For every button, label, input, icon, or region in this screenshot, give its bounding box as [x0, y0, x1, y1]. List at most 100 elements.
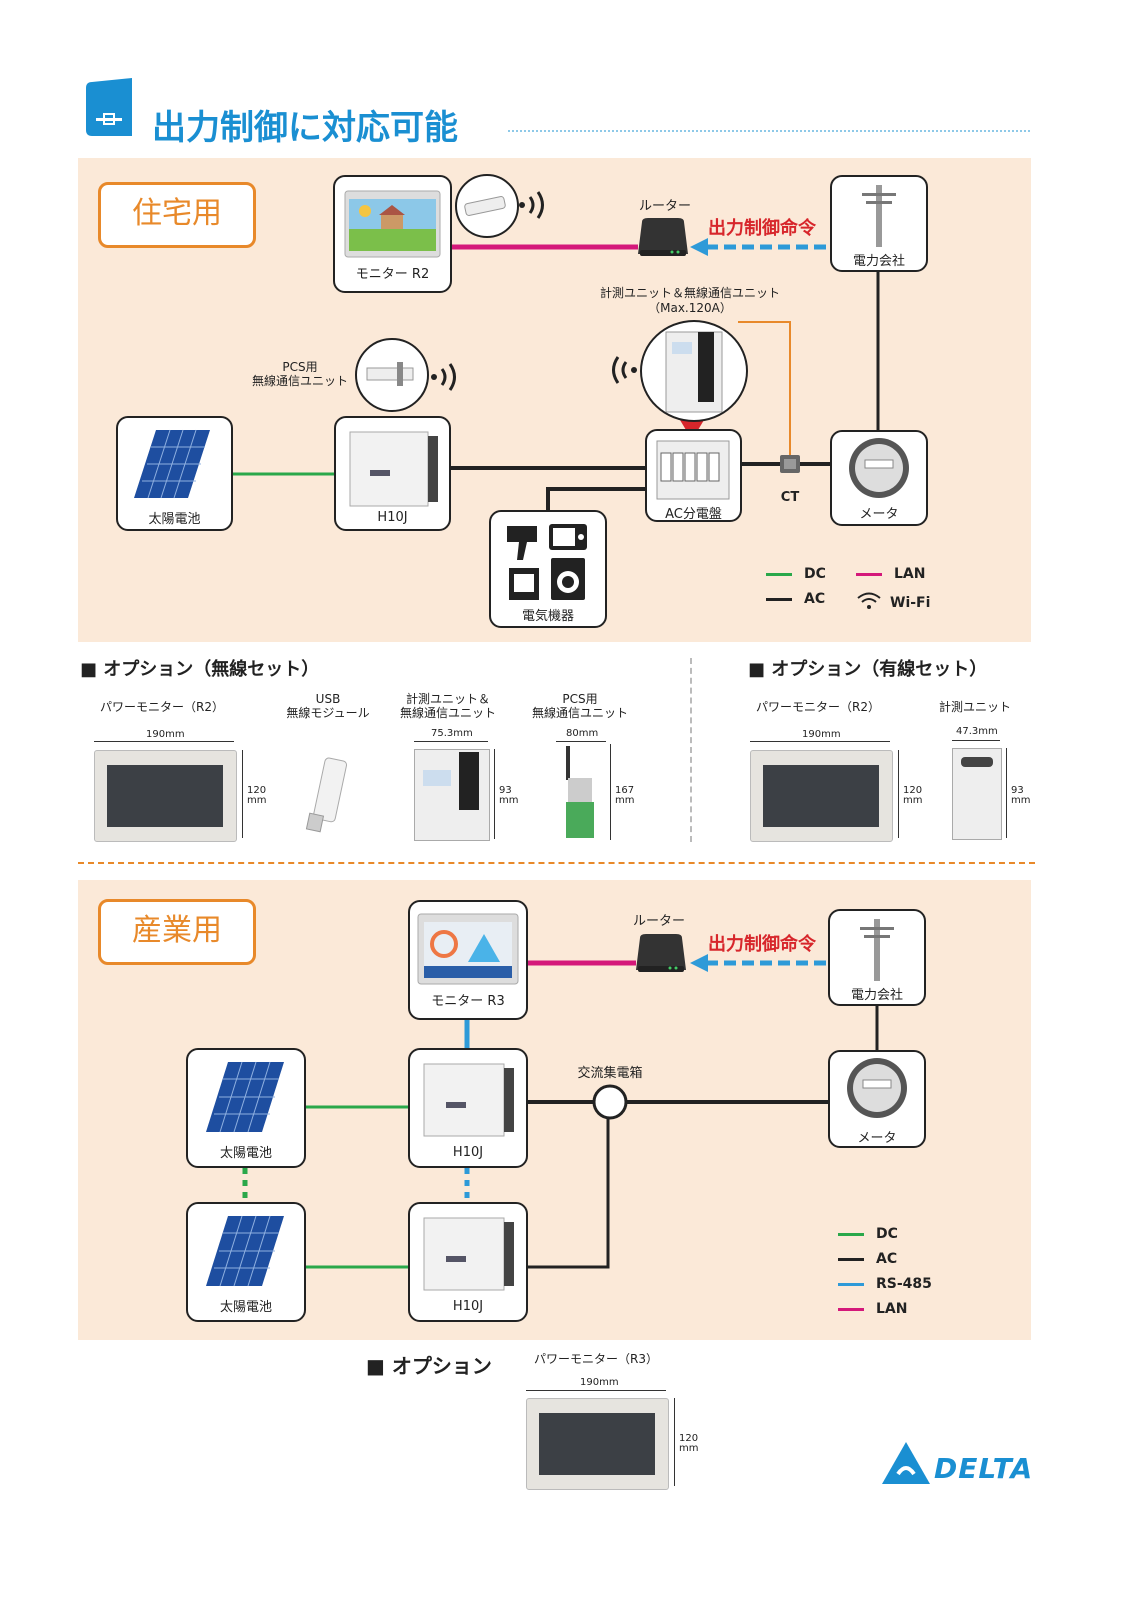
section-separator	[78, 862, 1035, 864]
opt-wired-power-monitor-width: 190mm	[802, 729, 841, 740]
pcs-wireless-label-2: 無線通信ユニット	[251, 374, 348, 388]
industrial-power-company-box	[828, 909, 926, 1006]
opt-wired-measure-unit-image	[952, 748, 1002, 840]
opt-power-monitor-r3-image	[526, 1398, 669, 1490]
ct-label: CT	[780, 490, 800, 505]
legend-rs485: RS-485	[838, 1276, 932, 1292]
control-command-label: 出力制御命令	[708, 218, 816, 239]
ac-panel-box	[645, 429, 742, 522]
monitor-r2-box	[333, 175, 452, 293]
dimension-arrow-width	[952, 740, 1000, 741]
opt-wired-power-monitor-image	[750, 750, 893, 842]
measure-unit-max-label: （Max.120A）	[648, 301, 732, 315]
monitor-r3-label: モニター R3	[431, 994, 505, 1009]
measure-unit-circle	[640, 320, 748, 422]
breaker-panel-icon	[656, 440, 730, 500]
inverter-icon	[349, 431, 438, 507]
inverter-1-label: H10J	[452, 1145, 484, 1160]
industrial-control-command-label: 出力制御命令	[708, 934, 816, 955]
opt-power-monitor-r2-image	[94, 750, 237, 842]
legend-dc: DC	[838, 1226, 898, 1242]
options-divider	[690, 658, 692, 842]
junction-box-label: 交流集電箱	[577, 1066, 643, 1081]
solar-panel-label: 太陽電池	[148, 512, 201, 527]
legend-ac: AC	[766, 591, 825, 607]
monitor-r3-box	[408, 900, 528, 1020]
inverter-1-box	[408, 1048, 528, 1168]
inverter-2-box	[408, 1202, 528, 1322]
opt-wired-power-monitor-height: 120 mm	[903, 785, 923, 806]
router-icon	[636, 216, 690, 258]
legend-dc: DC	[766, 566, 826, 582]
wifi-signal-left-icon	[600, 355, 640, 385]
legend-lan: LAN	[838, 1301, 907, 1317]
legend-lan: LAN	[856, 566, 925, 582]
appliances-icon	[507, 524, 587, 600]
opt-pcs-wireless-height: 167 mm	[615, 785, 635, 806]
solar-panel-2-label: 太陽電池	[219, 1300, 272, 1315]
opt-wired-measure-unit-height: 93 mm	[1011, 785, 1031, 806]
appliances-label: 電気機器	[521, 609, 574, 624]
solar-panel-1-box	[186, 1048, 306, 1168]
options-wireless-title: ■ オプション（無線セット）	[80, 659, 320, 680]
dimension-arrow-height	[494, 749, 495, 839]
monitor-r2-icon	[344, 190, 441, 258]
opt-measure-unit-width: 75.3mm	[431, 728, 473, 739]
dimension-arrow-height	[1006, 748, 1007, 838]
usb-wireless-circle	[455, 174, 519, 238]
opt-pcs-wireless-width: 80mm	[566, 728, 599, 739]
dimension-arrow-width	[750, 741, 890, 742]
power-company-label: 電力会社	[852, 254, 905, 269]
legend-wifi: Wi-Fi	[856, 591, 930, 615]
dimension-arrow-width	[556, 741, 606, 742]
inverter-2-label: H10J	[452, 1299, 484, 1314]
utility-pole-icon	[862, 185, 896, 247]
appliances-box	[489, 510, 607, 628]
industrial-category: 産業用	[98, 899, 256, 965]
opt-power-monitor-r2-width: 190mm	[146, 729, 185, 740]
dimension-arrow-height	[898, 750, 899, 838]
opt-usb-image	[300, 755, 360, 840]
header-icon	[82, 78, 138, 140]
inverter-icon	[423, 1217, 514, 1291]
meter-icon	[847, 1058, 907, 1118]
inverter-label: H10J	[377, 510, 408, 525]
wifi-icon	[856, 591, 882, 615]
options-wired-title: ■ オプション（有線セット）	[748, 659, 988, 680]
page-title: 出力制御に対応可能	[152, 108, 458, 148]
residential-category: 住宅用	[98, 182, 256, 248]
opt-power-monitor-r2-height: 120 mm	[247, 785, 267, 806]
opt-measure-unit-height: 93 mm	[499, 785, 519, 806]
measure-unit-label: 計測ユニット＆無線通信ユニット	[599, 286, 780, 300]
industrial-router-icon	[634, 932, 688, 974]
dimension-arrow-width	[526, 1390, 666, 1391]
pcs-wireless-label-1: PCS用	[282, 360, 318, 374]
options-industrial-title: ■ オプション	[366, 1354, 492, 1378]
solar-panel-icon	[134, 429, 210, 499]
opt-usb-name-2: 無線モジュール	[286, 706, 370, 720]
opt-power-monitor-r3-name: パワーモニター（R3）	[534, 1352, 658, 1366]
solar-panel-box	[116, 416, 233, 531]
industrial-power-company-label: 電力会社	[850, 988, 903, 1003]
opt-measure-unit-name-2: 無線通信ユニット	[399, 706, 496, 720]
power-company-box	[830, 175, 928, 272]
industrial-meter-label: メータ	[857, 1131, 897, 1146]
wifi-signal-pcs-icon	[428, 362, 468, 392]
solar-panel-icon	[206, 1215, 284, 1287]
opt-pcs-wireless-image	[556, 744, 606, 840]
opt-power-monitor-r3-height: 120 mm	[679, 1433, 699, 1454]
opt-power-monitor-r3-width: 190mm	[580, 1377, 619, 1388]
dimension-arrow-height	[242, 750, 243, 838]
ac-panel-label: AC分電盤	[665, 507, 722, 522]
solar-panel-icon	[206, 1061, 284, 1133]
industrial-router-label: ルーター	[632, 914, 685, 929]
meter-label: メータ	[859, 507, 899, 522]
dimension-arrow-width	[94, 741, 234, 742]
delta-logo: DELTA	[880, 1440, 1032, 1486]
opt-power-monitor-r2-name: パワーモニター（R2）	[100, 700, 224, 714]
opt-pcs-wireless-name-2: 無線通信ユニット	[531, 706, 628, 720]
router-label: ルーター	[638, 199, 691, 214]
wifi-signal-icon	[516, 190, 556, 220]
